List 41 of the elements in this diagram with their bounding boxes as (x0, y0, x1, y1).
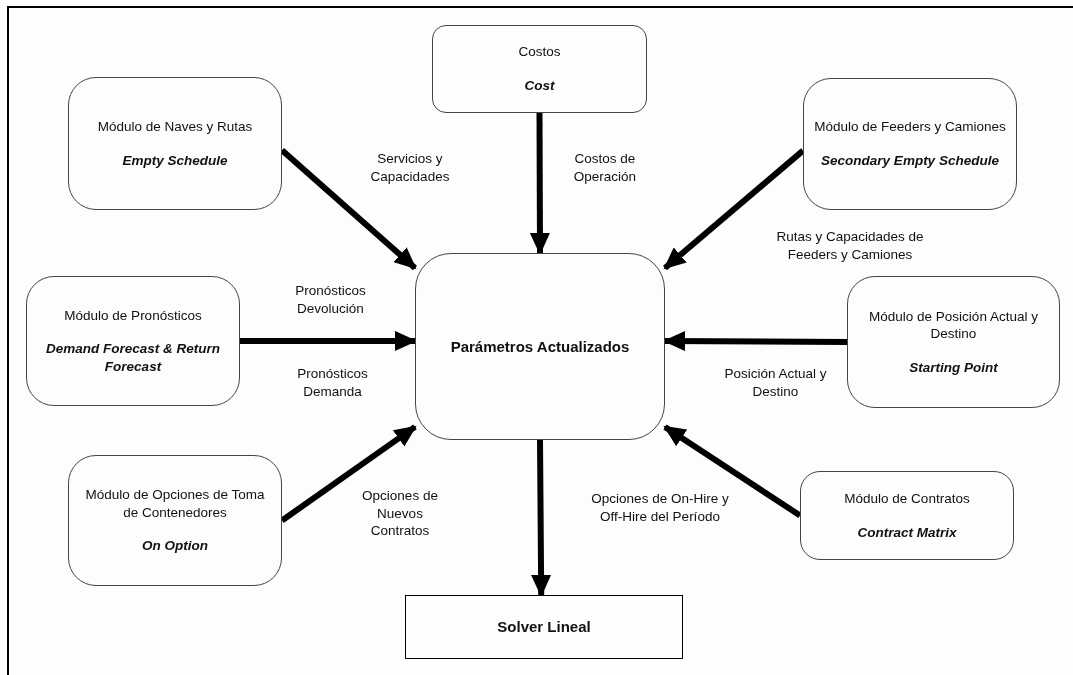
arrow-label: Opciones de Nuevos Contratos (361, 487, 439, 540)
arrow (240, 330, 417, 351)
arrow (280, 424, 417, 523)
arrow (529, 113, 550, 255)
module-subtitle: Demand Forecast & Return Forecast (44, 340, 221, 376)
module-name: Módulo de Contratos (844, 489, 970, 508)
module-box (415, 253, 665, 440)
module-box (26, 276, 240, 406)
arrow-label: Servicios y Capacidades (369, 150, 451, 186)
arrow-label: Opciones de On-Hire y Off-Hire del Período (590, 490, 730, 526)
module-subtitle: Empty Schedule (122, 151, 228, 170)
module-name: Módulo de Feeders y Camiones (814, 118, 1006, 136)
module-subtitle: Starting Point (909, 358, 998, 377)
module-name: Módulo de Pronósticos (64, 306, 202, 325)
process-box (405, 595, 683, 659)
module-subtitle: Contract Matrix (857, 523, 957, 542)
module-box (800, 471, 1014, 560)
module-name: Costos (518, 43, 561, 61)
arrow-label: Pronósticos Demanda (296, 365, 369, 401)
arrow (531, 439, 552, 597)
module-name: Módulo de Opciones de Toma de Contenedores (84, 486, 266, 522)
arrow (280, 147, 417, 271)
module-box (432, 25, 647, 113)
node-title: Solver Lineal (497, 617, 591, 637)
arrow-label: Rutas y Capacidades de Feeders y Camiones (775, 228, 925, 264)
module-subtitle: Cost (524, 77, 555, 95)
module-box (847, 276, 1060, 408)
arrow-label: Posición Actual y Destino (723, 365, 828, 401)
module-name: Módulo de Posición Actual y Destino (868, 307, 1039, 343)
arrow (663, 331, 848, 351)
module-box (68, 77, 282, 210)
module-name: Módulo de Naves y Rutas (97, 117, 253, 136)
arrow-label: Pronósticos Devolución (294, 282, 367, 318)
module-subtitle: On Option (142, 537, 208, 555)
module-box (68, 455, 282, 586)
module-subtitle: Secondary Empty Schedule (821, 152, 999, 170)
arrow (663, 148, 805, 271)
module-box (803, 78, 1017, 210)
arrow (663, 424, 802, 518)
arrow-label: Costos de Operación (572, 150, 638, 186)
node-title: Parámetros Actualizados (450, 336, 630, 357)
